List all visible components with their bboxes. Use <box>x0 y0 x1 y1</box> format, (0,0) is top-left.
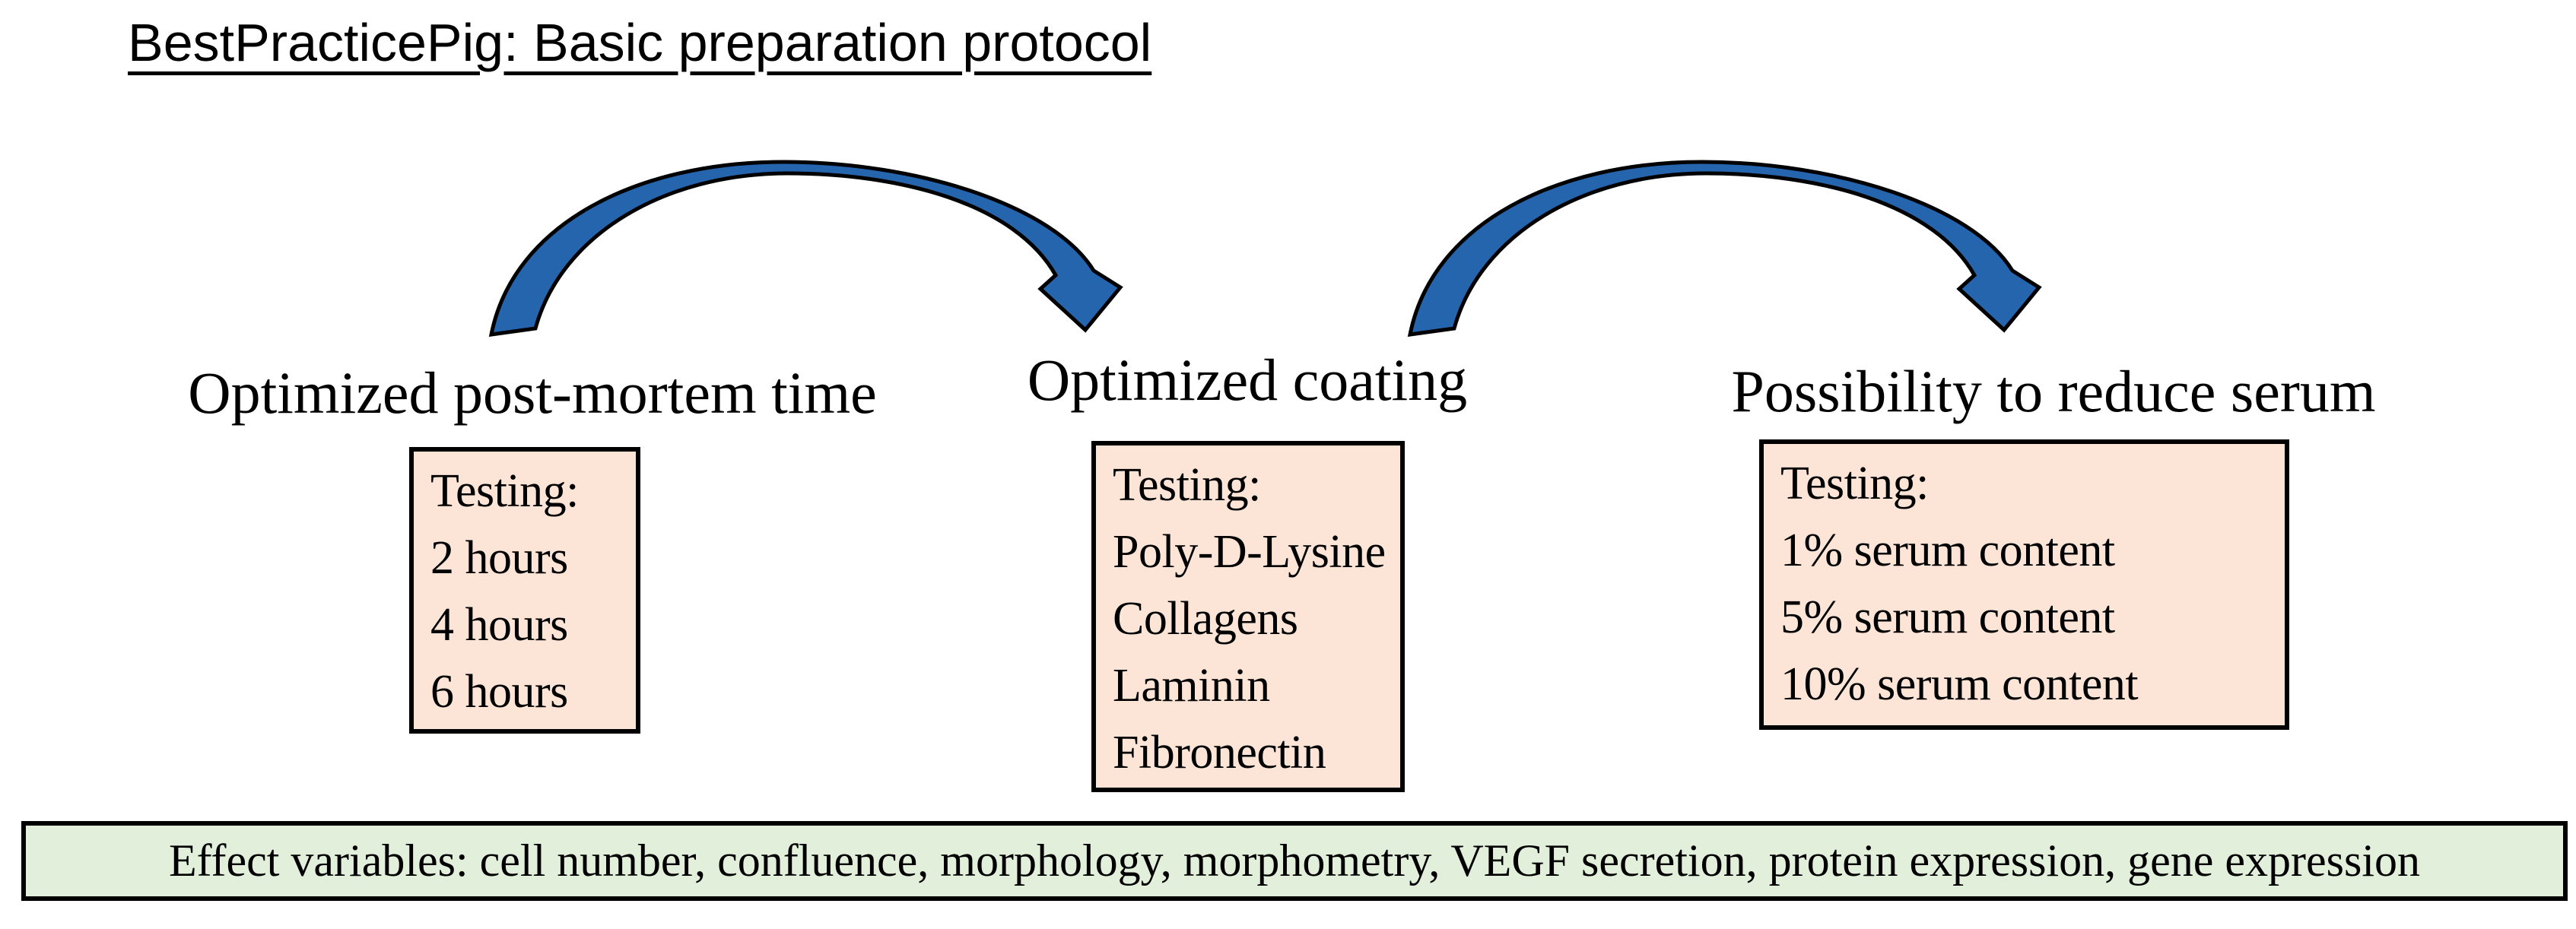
box-line: Testing: <box>430 465 579 517</box>
box-line: Collagens <box>1113 593 1298 645</box>
step-heading-coating: Optimized coating <box>1027 347 1468 413</box>
testing-box-coating: Testing: Poly-D-Lysine Collagens Laminin… <box>1091 441 1405 792</box>
step-heading-reduce-serum: Possibility to reduce serum <box>1731 358 2376 424</box>
box-line: 2 hours <box>430 532 568 584</box>
effect-variables-text: Effect variables: cell number, confluenc… <box>168 835 2421 886</box>
step-heading-post-mortem-time: Optimized post-mortem time <box>188 360 877 426</box>
box-line: Poly-D-Lysine <box>1113 526 1386 578</box>
box-line: Fibronectin <box>1113 727 1326 778</box>
figure-title: BestPracticePig: Basic preparation proto… <box>128 13 1152 72</box>
curved-arrow-icon <box>488 160 1123 337</box>
testing-box-post-mortem-time: Testing: 2 hours 4 hours 6 hours <box>409 447 640 734</box>
box-line: 1% serum content <box>1780 525 2115 576</box>
curved-arrow-icon <box>1407 160 2042 337</box>
box-line: 10% serum content <box>1780 658 2139 710</box>
box-line: 5% serum content <box>1780 591 2115 643</box>
box-line: Laminin <box>1113 660 1270 712</box>
box-line: 6 hours <box>430 666 568 718</box>
box-line: Testing: <box>1780 458 1929 509</box>
box-line: Testing: <box>1113 459 1261 511</box>
box-line: 4 hours <box>430 599 568 651</box>
effect-variables-bar: Effect variables: cell number, confluenc… <box>21 821 2568 901</box>
testing-box-serum-content: Testing: 1% serum content 5% serum conte… <box>1759 439 2289 730</box>
